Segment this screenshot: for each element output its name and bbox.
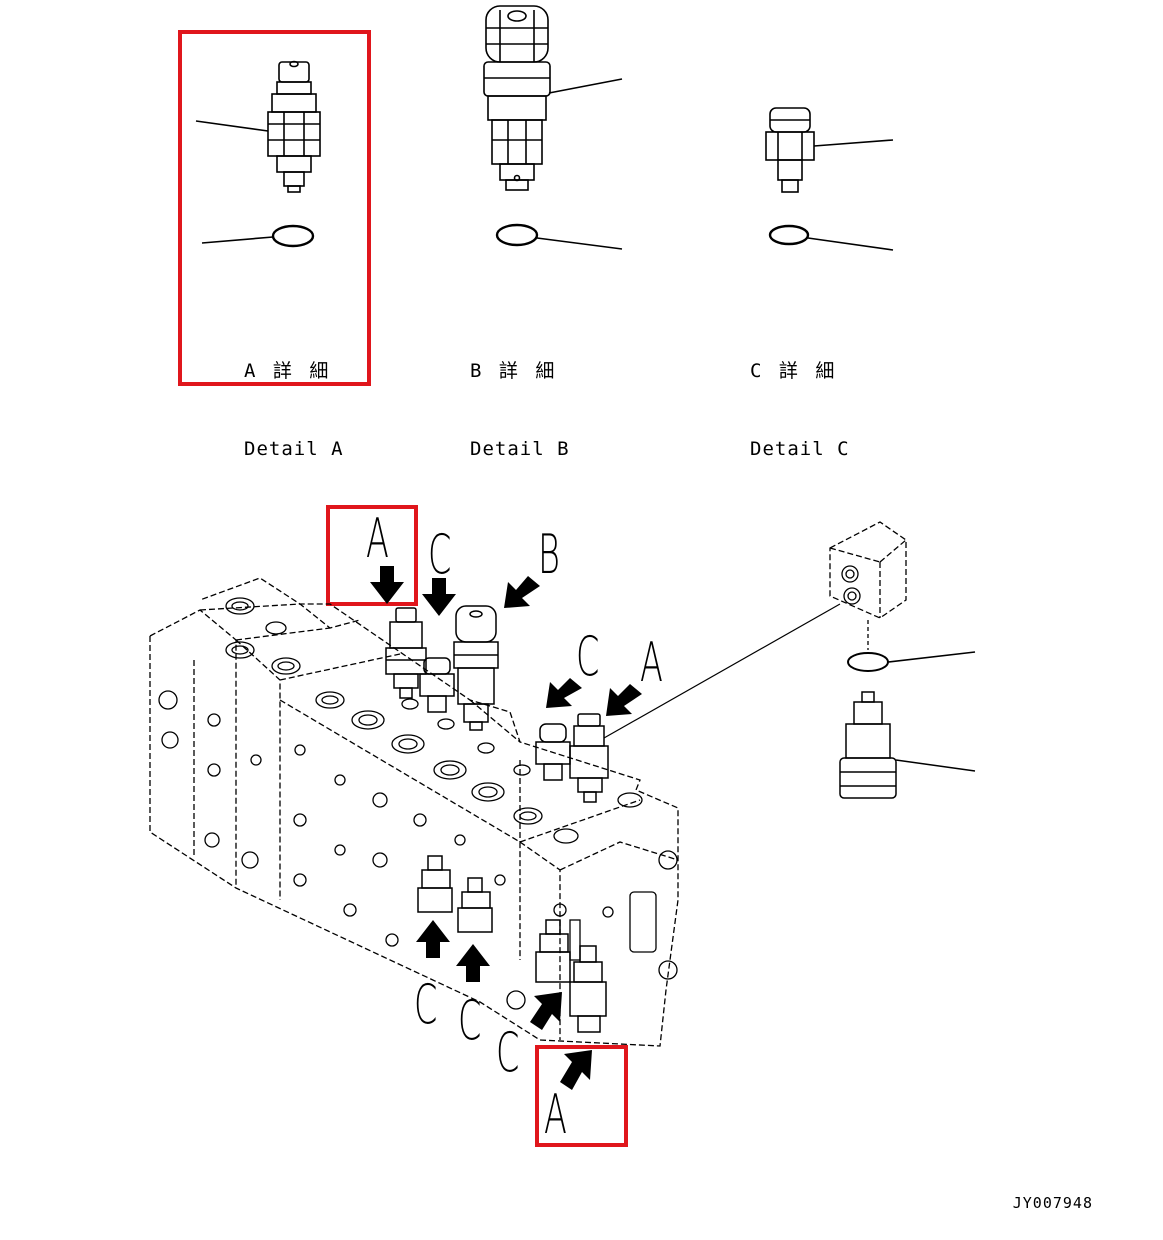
detail-a-label-en: Detail A [244, 438, 344, 460]
arrow-down-left-icon [606, 684, 642, 716]
detail-c-caption: C 詳 細 Detail C [750, 306, 850, 514]
callout-a-top: A [366, 507, 389, 570]
mounted-plug-c-low3 [535, 919, 571, 983]
detail-c-o-ring [768, 224, 894, 251]
mounted-plug-c-top [419, 657, 455, 713]
side-valve-part [839, 691, 976, 799]
detail-c-plug-part [765, 107, 894, 193]
detail-b-caption: B 詳 細 Detail B [470, 306, 570, 514]
arrow-up-right-icon [530, 992, 562, 1030]
detail-c-label-en: Detail C [750, 438, 850, 460]
arrow-up-icon [456, 944, 490, 982]
detail-b-label-jp: B 詳 細 [470, 360, 558, 382]
side-o-ring [847, 651, 976, 672]
side-manifold-ports [841, 565, 869, 650]
mounted-valve-a-bottom [569, 945, 607, 1033]
callout-c-top: C [428, 523, 452, 586]
callout-c-low2: C [458, 989, 482, 1052]
mounted-plug-c-low1 [417, 855, 453, 913]
detail-b-label-en: Detail B [470, 438, 570, 460]
arrow-up-icon [416, 920, 450, 958]
callout-c-mid: C [576, 625, 600, 688]
control-valve-block [149, 577, 679, 1047]
detail-c-label-jp: C 詳 細 [750, 360, 838, 382]
side-manifold-part [829, 521, 907, 619]
detail-a-valve-part [195, 60, 321, 193]
arrow-icons [370, 566, 642, 1090]
mounted-valve-b [453, 605, 499, 731]
arrow-down-left-icon [546, 678, 582, 708]
arrow-down-icon [422, 578, 456, 616]
callout-a-top-highlight-box [326, 505, 418, 606]
callout-a-bottom-highlight-box [535, 1045, 628, 1147]
detail-b-o-ring [495, 223, 623, 250]
detail-a-caption: A 詳 細 Detail A [244, 306, 344, 514]
arrow-down-icon [370, 566, 404, 604]
valve-block-ports [158, 597, 678, 1010]
mounted-plug-c-low2 [457, 877, 493, 933]
mounted-valve-a-mid [569, 603, 841, 803]
mounted-valve-a-top [385, 607, 427, 699]
detail-a-highlight-box [178, 30, 371, 386]
callout-a-mid: A [640, 631, 663, 694]
arrow-up-right-icon [560, 1050, 592, 1090]
callout-a-bottom: A [544, 1083, 567, 1146]
drawing-id: JY007948 [1012, 1194, 1093, 1212]
arrow-down-left-icon [504, 576, 540, 608]
detail-b-valve-part [483, 5, 623, 191]
callout-c-low3: C [496, 1021, 520, 1084]
callout-c-low1: C [414, 973, 438, 1036]
detail-a-label-jp: A 詳 細 [244, 360, 332, 382]
callout-b-top: B [538, 523, 560, 586]
detail-a-o-ring [201, 224, 315, 248]
